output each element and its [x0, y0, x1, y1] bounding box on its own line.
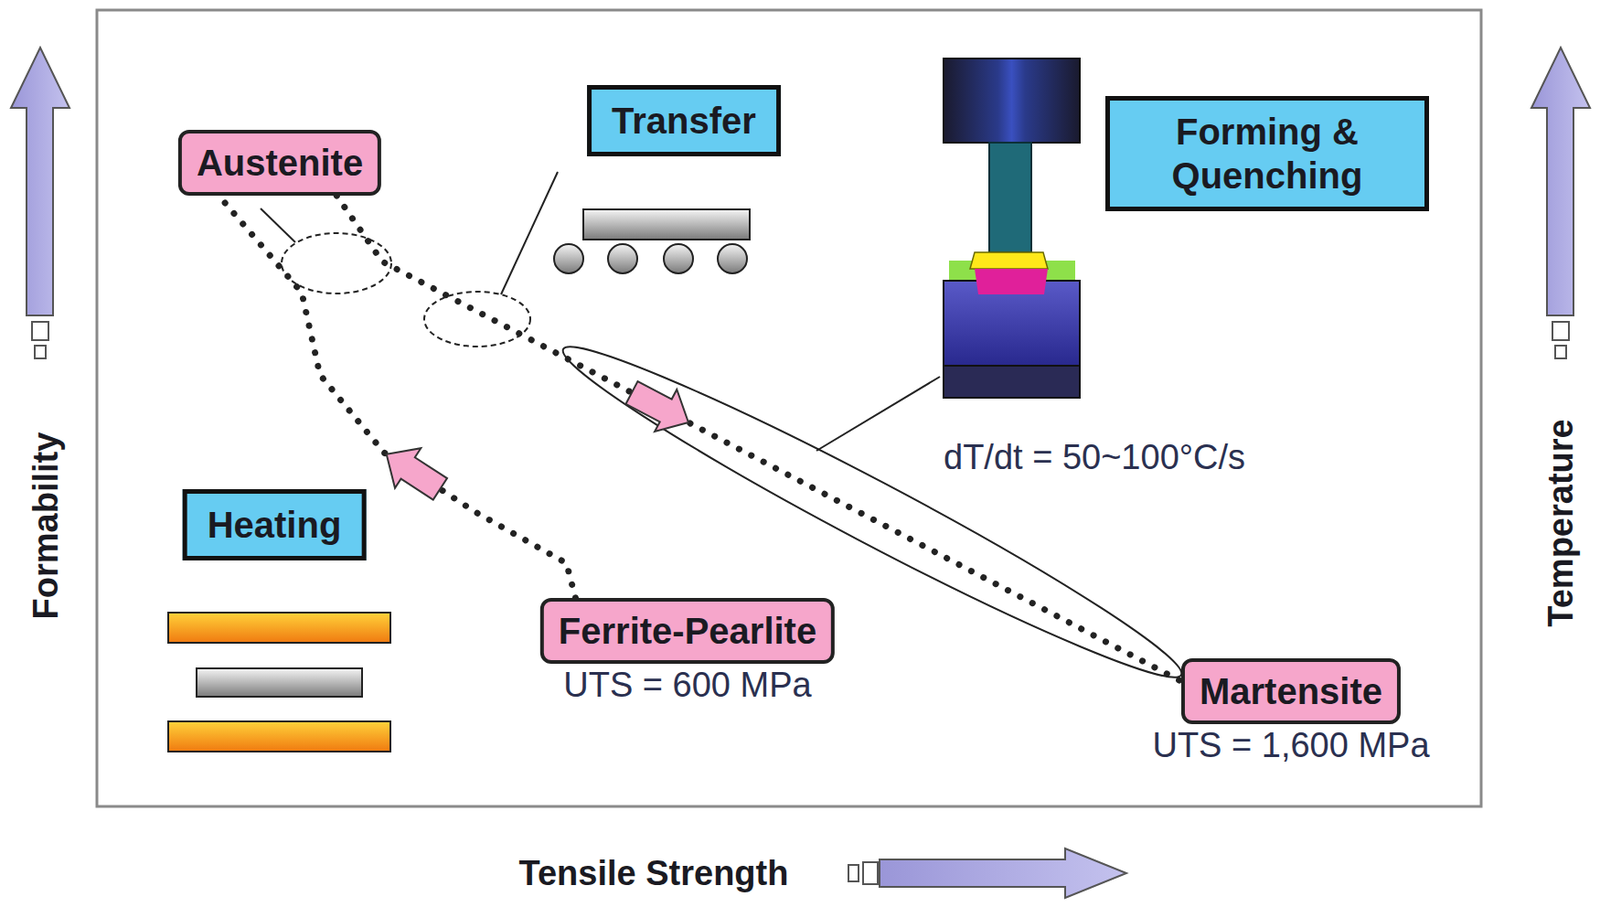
box-label: Transfer	[611, 98, 757, 143]
transfer-rollers	[554, 209, 750, 274]
strength-note: UTS = 600 MPa	[563, 665, 811, 705]
phase-box: MartensiteUTS = 1,600 MPa	[1181, 658, 1401, 725]
axis-label: Tensile Strength	[519, 853, 790, 894]
frame	[96, 10, 1482, 807]
formability-arrow	[10, 47, 70, 359]
phase-box: Austenite	[178, 129, 382, 196]
box-label: Forming & Quenching	[1130, 109, 1405, 198]
axis-label: Temperature	[1541, 418, 1581, 627]
cooling-rate: dT/dt = 50~100°C/s	[943, 437, 1246, 478]
box-label: Ferrite-Pearlite	[558, 608, 817, 653]
box-label: Heating	[207, 502, 342, 547]
box-label: Martensite	[1199, 669, 1383, 714]
phase-box: Ferrite-PearliteUTS = 600 MPa	[540, 597, 835, 664]
heating-plates	[168, 612, 391, 752]
strength-arrow	[848, 848, 1127, 898]
process-box: Transfer	[586, 85, 781, 157]
process-regions	[260, 171, 1196, 703]
temperature-arrow	[1531, 47, 1590, 359]
process-box: Heating	[182, 489, 367, 561]
process-box: Forming & Quenching	[1105, 96, 1430, 212]
box-label: Austenite	[196, 140, 363, 185]
press-tool	[943, 58, 1080, 398]
strength-note: UTS = 1,600 MPa	[1152, 725, 1430, 766]
axis-label: Formability	[26, 432, 66, 620]
